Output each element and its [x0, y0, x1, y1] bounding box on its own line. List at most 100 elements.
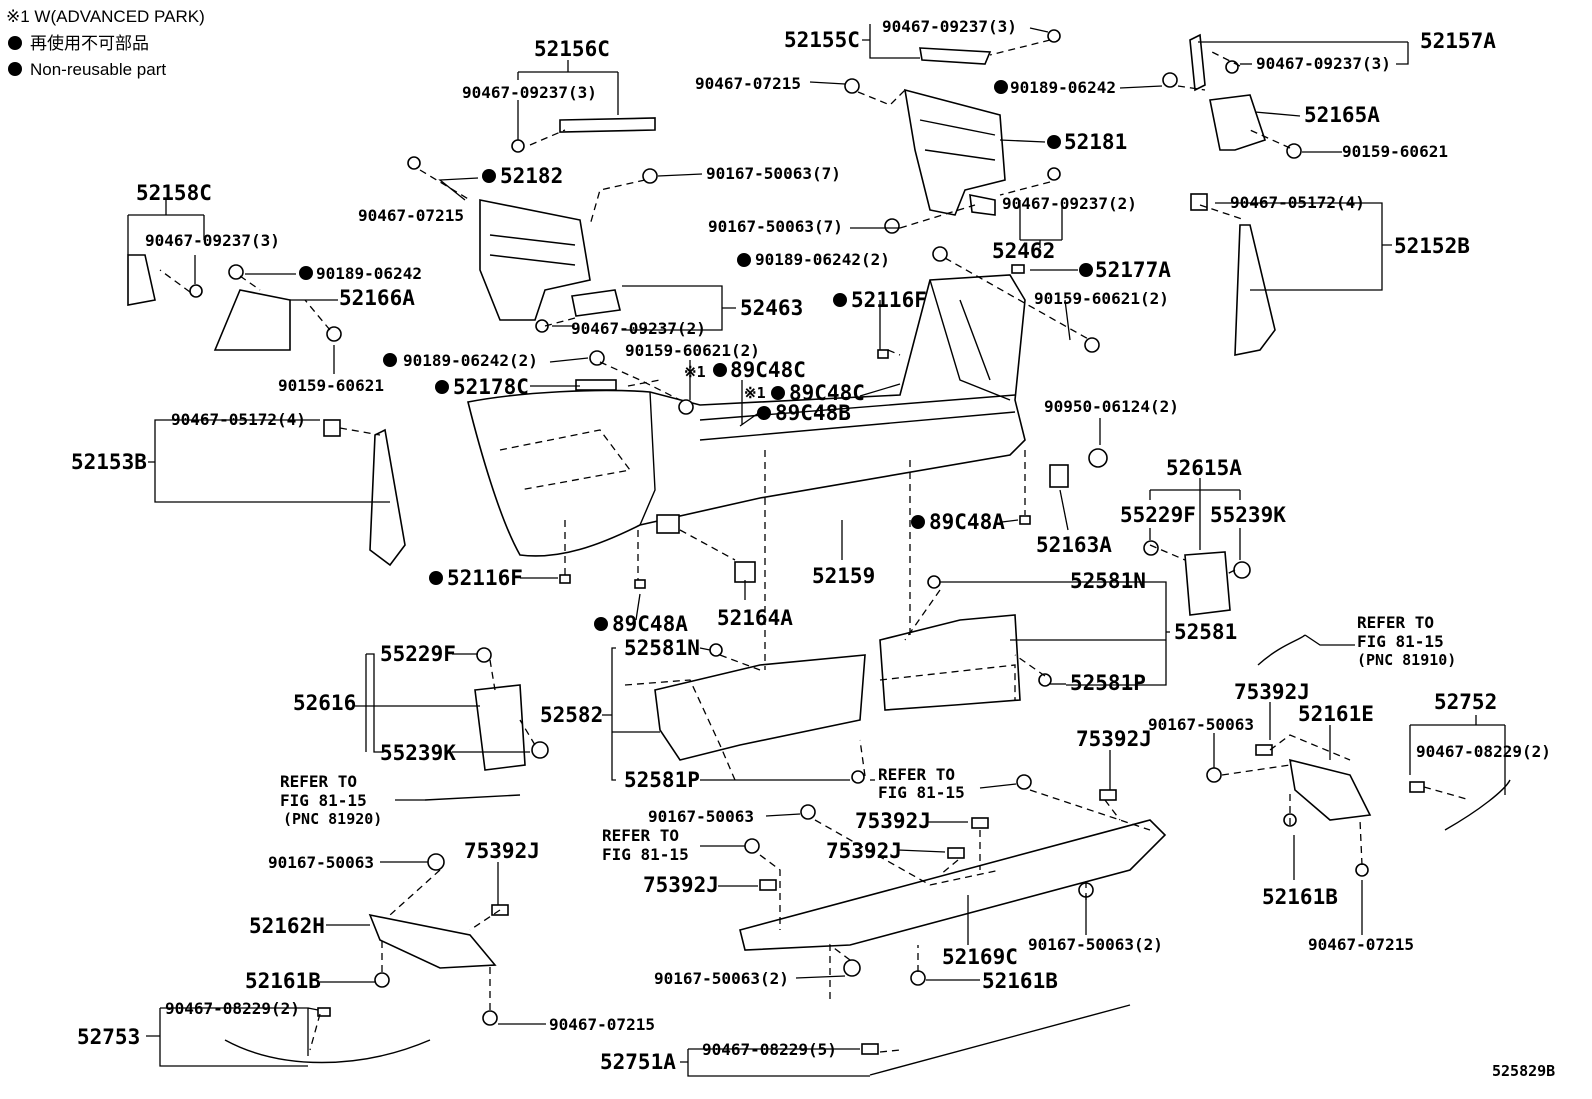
part-label: 52177A — [1095, 258, 1171, 282]
part-label: 52161E — [1298, 702, 1374, 726]
bracket-52615A-shape — [1184, 551, 1231, 616]
part-label: 75392J — [643, 873, 719, 897]
part-label: 52463 — [740, 296, 803, 320]
part-shapes — [127, 29, 1511, 1076]
part-label: 90189-06242(2) — [755, 250, 890, 269]
part-label: REFER TO — [878, 765, 955, 784]
non-reusable-dot-icon — [482, 169, 496, 183]
non-reusable-dot-icon — [1047, 135, 1061, 149]
part-label: 75392J — [464, 839, 540, 863]
part-label: 90189-06242 — [1010, 78, 1116, 97]
part-label: 52615A — [1166, 456, 1242, 480]
lower-piece-52161E-shape — [1289, 758, 1372, 821]
part-label: 52163A — [1036, 533, 1112, 557]
moulding-52753-shape — [224, 1039, 431, 1064]
part-label: 90467-09237(3) — [1256, 54, 1391, 73]
part-label: 90467-09237(2) — [571, 319, 706, 338]
part-label: 52581P — [624, 768, 700, 792]
part-label: 52751A — [600, 1050, 676, 1074]
part-label: 52462 — [992, 239, 1055, 263]
legend-en: Non-reusable part — [30, 60, 166, 79]
non-reusable-dot-icon — [8, 62, 22, 76]
part-label: 90167-50063 — [1148, 715, 1254, 734]
part-label: 75392J — [1076, 727, 1152, 751]
part-labels: 52156C 90467-09237(3) 52155C 90467-09237… — [71, 17, 1555, 1080]
part-label: 52116F — [851, 288, 927, 312]
part-label: 90467-07215 — [549, 1015, 655, 1034]
part-label: REFER TO — [280, 772, 357, 791]
part-label: REFER TO — [602, 826, 679, 845]
part-label: 90467-05172(4) — [1230, 193, 1365, 212]
part-label: 89C48C — [789, 381, 865, 405]
part-label: 52581N — [624, 636, 700, 660]
non-reusable-dot-icon — [435, 380, 449, 394]
part-label: 52582 — [540, 703, 603, 727]
part-label: 90159-60621(2) — [1034, 289, 1169, 308]
legend-note: ※1 W(ADVANCED PARK) — [6, 7, 205, 26]
part-label: 90189-06242 — [316, 264, 422, 283]
part-label: 52161B — [245, 969, 321, 993]
part-label: REFER TO — [1357, 613, 1434, 632]
part-label: 90167-50063(7) — [706, 164, 841, 183]
part-label: 89C48A — [929, 510, 1005, 534]
part-label: 52164A — [717, 606, 793, 630]
part-label: 52752 — [1434, 690, 1497, 714]
part-label: 52181 — [1064, 130, 1127, 154]
bracket-52157A-shape — [1189, 33, 1206, 92]
part-label: 52156C — [534, 37, 610, 61]
non-reusable-dot-icon — [994, 80, 1008, 94]
part-label: 90467-07215 — [1308, 935, 1414, 954]
diagram-code: 525829B — [1492, 1062, 1555, 1080]
part-label: 52182 — [500, 164, 563, 188]
part-label: 52753 — [77, 1025, 140, 1049]
part-label: 89C48B — [775, 401, 851, 425]
bracket-52616-shape — [474, 684, 526, 771]
part-label: 52159 — [812, 564, 875, 588]
part-label: 52178C — [453, 375, 529, 399]
part-label: 52581P — [1070, 671, 1146, 695]
part-label: 90467-08229(5) — [702, 1040, 837, 1059]
legend: ※1 W(ADVANCED PARK) 再使用不可部品 Non-reusable… — [6, 7, 205, 79]
non-reusable-dot-icon — [429, 571, 443, 585]
bracket-52181-shape — [904, 88, 1006, 216]
non-reusable-dot-icon — [911, 515, 925, 529]
part-label: FIG 81-15 — [1357, 632, 1444, 651]
non-reusable-dot-icon — [757, 406, 771, 420]
part-label: 52581N — [1070, 569, 1146, 593]
non-reusable-dot-icon — [771, 386, 785, 400]
part-label: 55239K — [1210, 503, 1286, 527]
lower-piece-52162H-shape — [368, 913, 497, 969]
part-label: 55239K — [380, 741, 456, 765]
part-label: 90167-50063 — [268, 853, 374, 872]
part-label: 90950-06124(2) — [1044, 397, 1179, 416]
non-reusable-dot-icon — [833, 293, 847, 307]
legend-jp: 再使用不可部品 — [30, 33, 149, 53]
lower-cover-52169C-shape — [739, 819, 1167, 951]
part-label: 75392J — [855, 809, 931, 833]
non-reusable-dot-icon — [737, 253, 751, 267]
part-label: 52162H — [249, 914, 325, 938]
non-reusable-dot-icon — [713, 363, 727, 377]
part-label: 90467-09237(2) — [1002, 194, 1137, 213]
retainer-52158C-shape — [127, 254, 156, 306]
part-label: (PNC 81920) — [283, 810, 382, 828]
part-label: 52155C — [784, 28, 860, 52]
part-label: 90167-50063 — [648, 807, 754, 826]
part-label: 52616 — [293, 691, 356, 715]
retainer-52156C-shape — [559, 117, 656, 133]
part-label: 90159-60621(2) — [625, 341, 760, 360]
non-reusable-dot-icon — [594, 617, 608, 631]
part-label: 90167-50063(2) — [654, 969, 789, 988]
part-label: 90467-08229(2) — [1416, 742, 1551, 761]
part-label: 52158C — [136, 181, 212, 205]
part-label: 90467-05172(4) — [171, 410, 306, 429]
part-label: (PNC 81910) — [1357, 651, 1456, 669]
side-piece-52153B-shape — [369, 428, 406, 567]
part-label: 89C48C — [730, 358, 806, 382]
part-label: 90167-50063(7) — [708, 217, 843, 236]
absorber-52582-shape — [654, 654, 866, 761]
part-label: 90467-09237(3) — [882, 17, 1017, 36]
part-label: 90467-09237(3) — [145, 231, 280, 250]
part-label: 55229F — [380, 642, 456, 666]
